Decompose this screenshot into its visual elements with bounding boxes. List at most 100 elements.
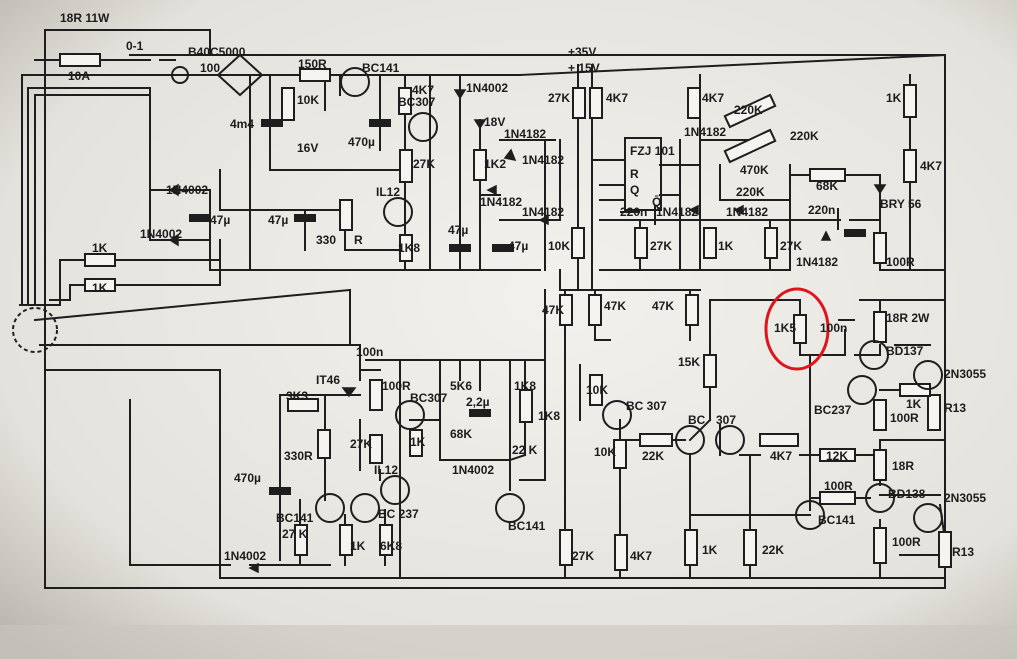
diode-symbols xyxy=(168,89,887,574)
label-r-1k-left2: 1K xyxy=(92,281,108,295)
label-r-47k-a: 47K xyxy=(542,303,564,317)
label-r-47k-b: 47K xyxy=(604,299,626,313)
label-r-1k8-c: 1K8 xyxy=(538,409,560,423)
label-r-68k-mid: 68K xyxy=(450,427,472,441)
label-d-1n4002-e: 1N4002 xyxy=(224,549,266,563)
label-d-1n4182-c: 1N4182 xyxy=(522,205,564,219)
label-r-100r-b: 100R xyxy=(824,479,853,493)
label-r-4k7-a: 4K7 xyxy=(412,83,434,97)
label-r-18r: 18R xyxy=(892,459,914,473)
label-r-r13-b: R13 xyxy=(952,545,974,559)
label-c-2u2: 2,2µ xyxy=(466,395,490,409)
label-r-1k-mid: 1K xyxy=(718,239,734,253)
label-r-100r-c: 100R xyxy=(892,535,921,549)
label-r-5k6: 5K6 xyxy=(450,379,472,393)
label-d-1n4182-a: 1N4182 xyxy=(504,127,546,141)
label-r-3k3: 3K3 xyxy=(286,389,308,403)
label-q-bd137: BD137 xyxy=(886,344,924,358)
label-r-330r-b: 330R xyxy=(284,449,313,463)
label-r-470k: 470K xyxy=(740,163,769,177)
label-r-1k-c: 1K xyxy=(350,539,366,553)
label-r-150r: 150R xyxy=(298,57,327,71)
label-q-bc141-c: BC141 xyxy=(508,519,546,533)
label-q-bc237-b: BC 237 xyxy=(378,507,419,521)
resistor-symbols xyxy=(59,53,952,571)
label-tr-it46: IT46 xyxy=(316,373,340,387)
label-r-1k-top: 1K xyxy=(886,91,902,105)
label-r-1k5: 1K5 xyxy=(774,321,796,335)
label-r-27k-d: 27K xyxy=(780,239,802,253)
label-c-470u-top: 470µ xyxy=(348,135,375,149)
highlight-circle xyxy=(764,287,830,371)
label-r-27k-c: 27K xyxy=(650,239,672,253)
label-r-1k2: 1K2 xyxy=(484,157,506,171)
label-d-1n4002-c: 1N4002 xyxy=(140,227,182,241)
label-r-100r-right: 100R xyxy=(886,255,915,269)
label-c-4m4: 4m4 xyxy=(230,117,254,131)
label-c-47u-a: 47µ xyxy=(210,213,230,227)
label-r-4k7-d: 4K7 xyxy=(920,159,942,173)
label-ic-pin-qbar: Q̄ xyxy=(652,195,661,209)
label-c-470u-bot: 470µ xyxy=(234,471,261,485)
label-d-1n4002-b: 1N4002 xyxy=(166,183,208,197)
label-r-4k7-pot: 4K7 xyxy=(770,449,792,463)
label-r-4k7-c: 4K7 xyxy=(702,91,724,105)
label-r-r13-a: R13 xyxy=(944,401,966,415)
label-r-22k-b: 22K xyxy=(762,543,784,557)
capacitor-symbols xyxy=(189,119,866,495)
label-fuse-10a: 10A xyxy=(68,69,90,83)
bridge-rectifier xyxy=(216,53,264,97)
label-r-47k-c: 47K xyxy=(652,299,674,313)
label-r-220k-b: 220K xyxy=(790,129,819,143)
label-q-bc307-b: BC307 xyxy=(410,391,448,405)
label-q-bc307-c: BC 307 xyxy=(626,399,667,413)
label-q-2n3055-a: 2N3055 xyxy=(944,367,986,381)
label-r-100r-left: 100R xyxy=(382,379,411,393)
label-r-1k-d: 1K xyxy=(702,543,718,557)
label-r-330r-a: 330 xyxy=(316,233,336,247)
label-r-4k7-pot-b: 4K7 xyxy=(630,549,652,563)
label-r-27k-g: 27K xyxy=(572,549,594,563)
label-z-16v: 16V xyxy=(297,141,318,155)
label-ic-pin-r: R xyxy=(630,167,639,181)
label-r-27k-f: 27 K xyxy=(282,527,308,541)
label-r-10k-top: 10K xyxy=(297,93,319,107)
label-r-12k: 12K xyxy=(826,449,848,463)
label-d-1n4182-h: 1N4182 xyxy=(796,255,838,269)
label-r-1k8-b: 1K8 xyxy=(514,379,536,393)
label-d-1n4182-b: 1N4182 xyxy=(480,195,522,209)
label-r-27k-a: 27K xyxy=(413,157,435,171)
label-c-47u-b: 47µ xyxy=(268,213,288,227)
label-r-1k-b: 1K xyxy=(410,435,426,449)
label-z-18v: 18V xyxy=(484,115,505,129)
label-th-bry56: BRY 56 xyxy=(880,197,922,211)
label-r-1k-small: 1K xyxy=(906,397,922,411)
label-r-22k-a: 22K xyxy=(642,449,664,463)
label-q-bc237-a: BC237 xyxy=(814,403,852,417)
label-q-bc141-b: BC141 xyxy=(276,511,314,525)
label-r-27k-b: 27K xyxy=(548,91,570,105)
label-q-bc307-top: BC307 xyxy=(398,95,436,109)
label-r-27k-e: 27K xyxy=(350,437,372,451)
label-q-bc-307-pair-b: 307 xyxy=(716,413,736,427)
label-bridge: B40C5000 xyxy=(188,45,246,59)
transistor-symbols xyxy=(12,66,943,533)
label-v-35v: +35V xyxy=(568,45,596,59)
label-r-18r-2w: 18R 2W xyxy=(886,311,930,325)
label-q-bc141-d: BC141 xyxy=(818,513,856,527)
label-c-220n-b: 220n xyxy=(808,203,835,217)
label-r-15k: 15K xyxy=(678,355,700,369)
label-oc-il12-b: IL12 xyxy=(374,463,398,477)
label-r-68k: 68K xyxy=(816,179,838,193)
label-r-18r-11w: 18R 11W xyxy=(60,11,110,25)
label-oc-il12: IL12 xyxy=(376,185,400,199)
label-r-220k-c: 220K xyxy=(736,185,765,199)
label-c-100n-right: 100n xyxy=(820,321,847,335)
label-lamp-100: 100 xyxy=(200,61,220,75)
component-labels: 18R 11W 10A 0-1 B40C5000 100 150R BC141 … xyxy=(60,11,986,563)
label-r-10k-d: 10K xyxy=(594,445,616,459)
label-r-1k8-a: 1K8 xyxy=(398,241,420,255)
label-q-bd138: BD138 xyxy=(888,487,926,501)
